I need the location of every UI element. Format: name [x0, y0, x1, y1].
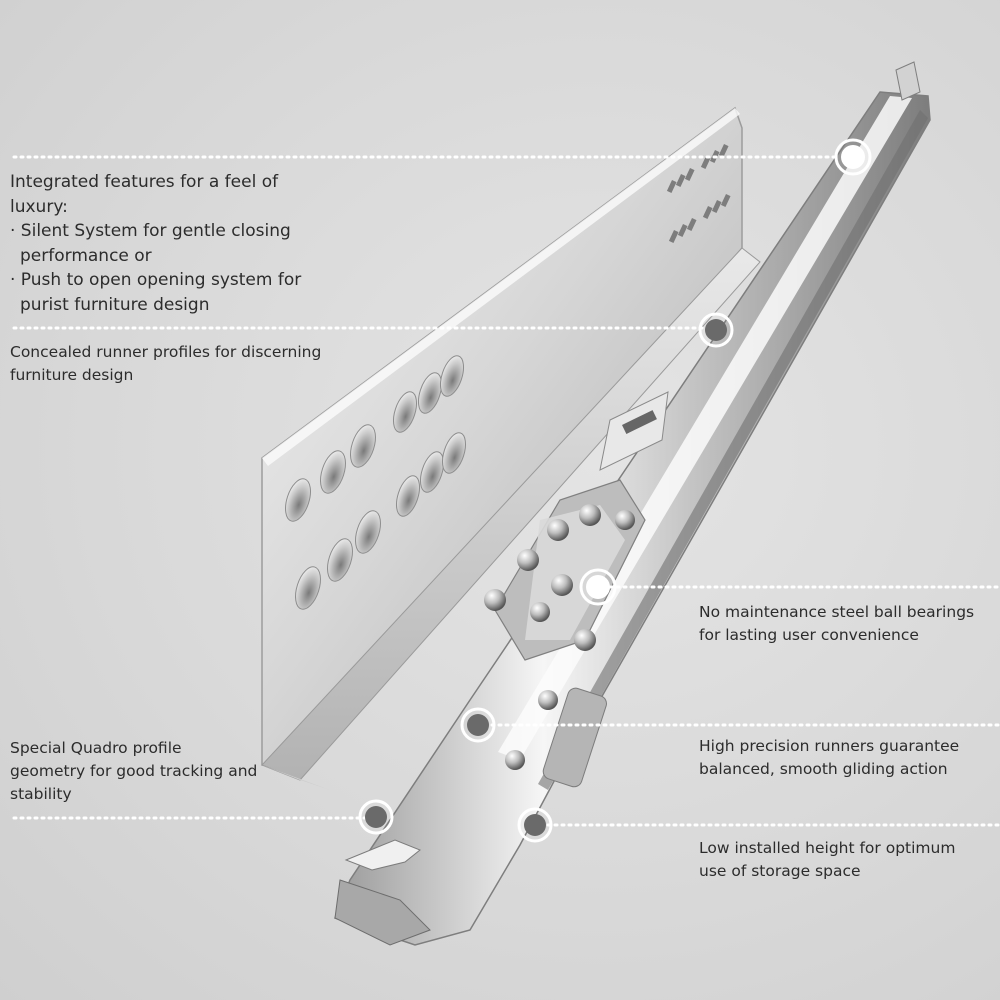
callout-luxury-item: · Push to open opening system for purist… — [10, 270, 302, 315]
callout-concealed: Concealed runner profiles for discerning… — [10, 343, 322, 384]
marker-bearings — [579, 568, 617, 606]
callout-quadro: Special Quadro profile geometry for good… — [10, 739, 258, 803]
marker-luxury — [834, 138, 872, 176]
callout-luxury-item: · Silent System for gentle closing perfo… — [10, 221, 291, 266]
callout-markers — [358, 138, 872, 843]
callout-bearings: No maintenance steel ball bearings for l… — [699, 603, 975, 644]
mounting-holes — [285, 143, 731, 610]
ball-bearing-cage — [484, 479, 646, 788]
leader-lines — [12, 155, 1000, 827]
marker-precision — [460, 707, 496, 743]
marker-height — [517, 807, 553, 843]
callout-luxury: Integrated features for a feel of luxury… — [10, 170, 320, 317]
marker-quadro — [358, 799, 394, 835]
callout-luxury-heading: Integrated features for a feel of luxury… — [10, 172, 279, 217]
mounting-plate — [261, 106, 761, 790]
callout-precision: High precision runners guarantee balance… — [699, 737, 960, 778]
callout-height: Low installed height for optimum use of … — [699, 839, 956, 880]
marker-concealed — [698, 312, 734, 348]
